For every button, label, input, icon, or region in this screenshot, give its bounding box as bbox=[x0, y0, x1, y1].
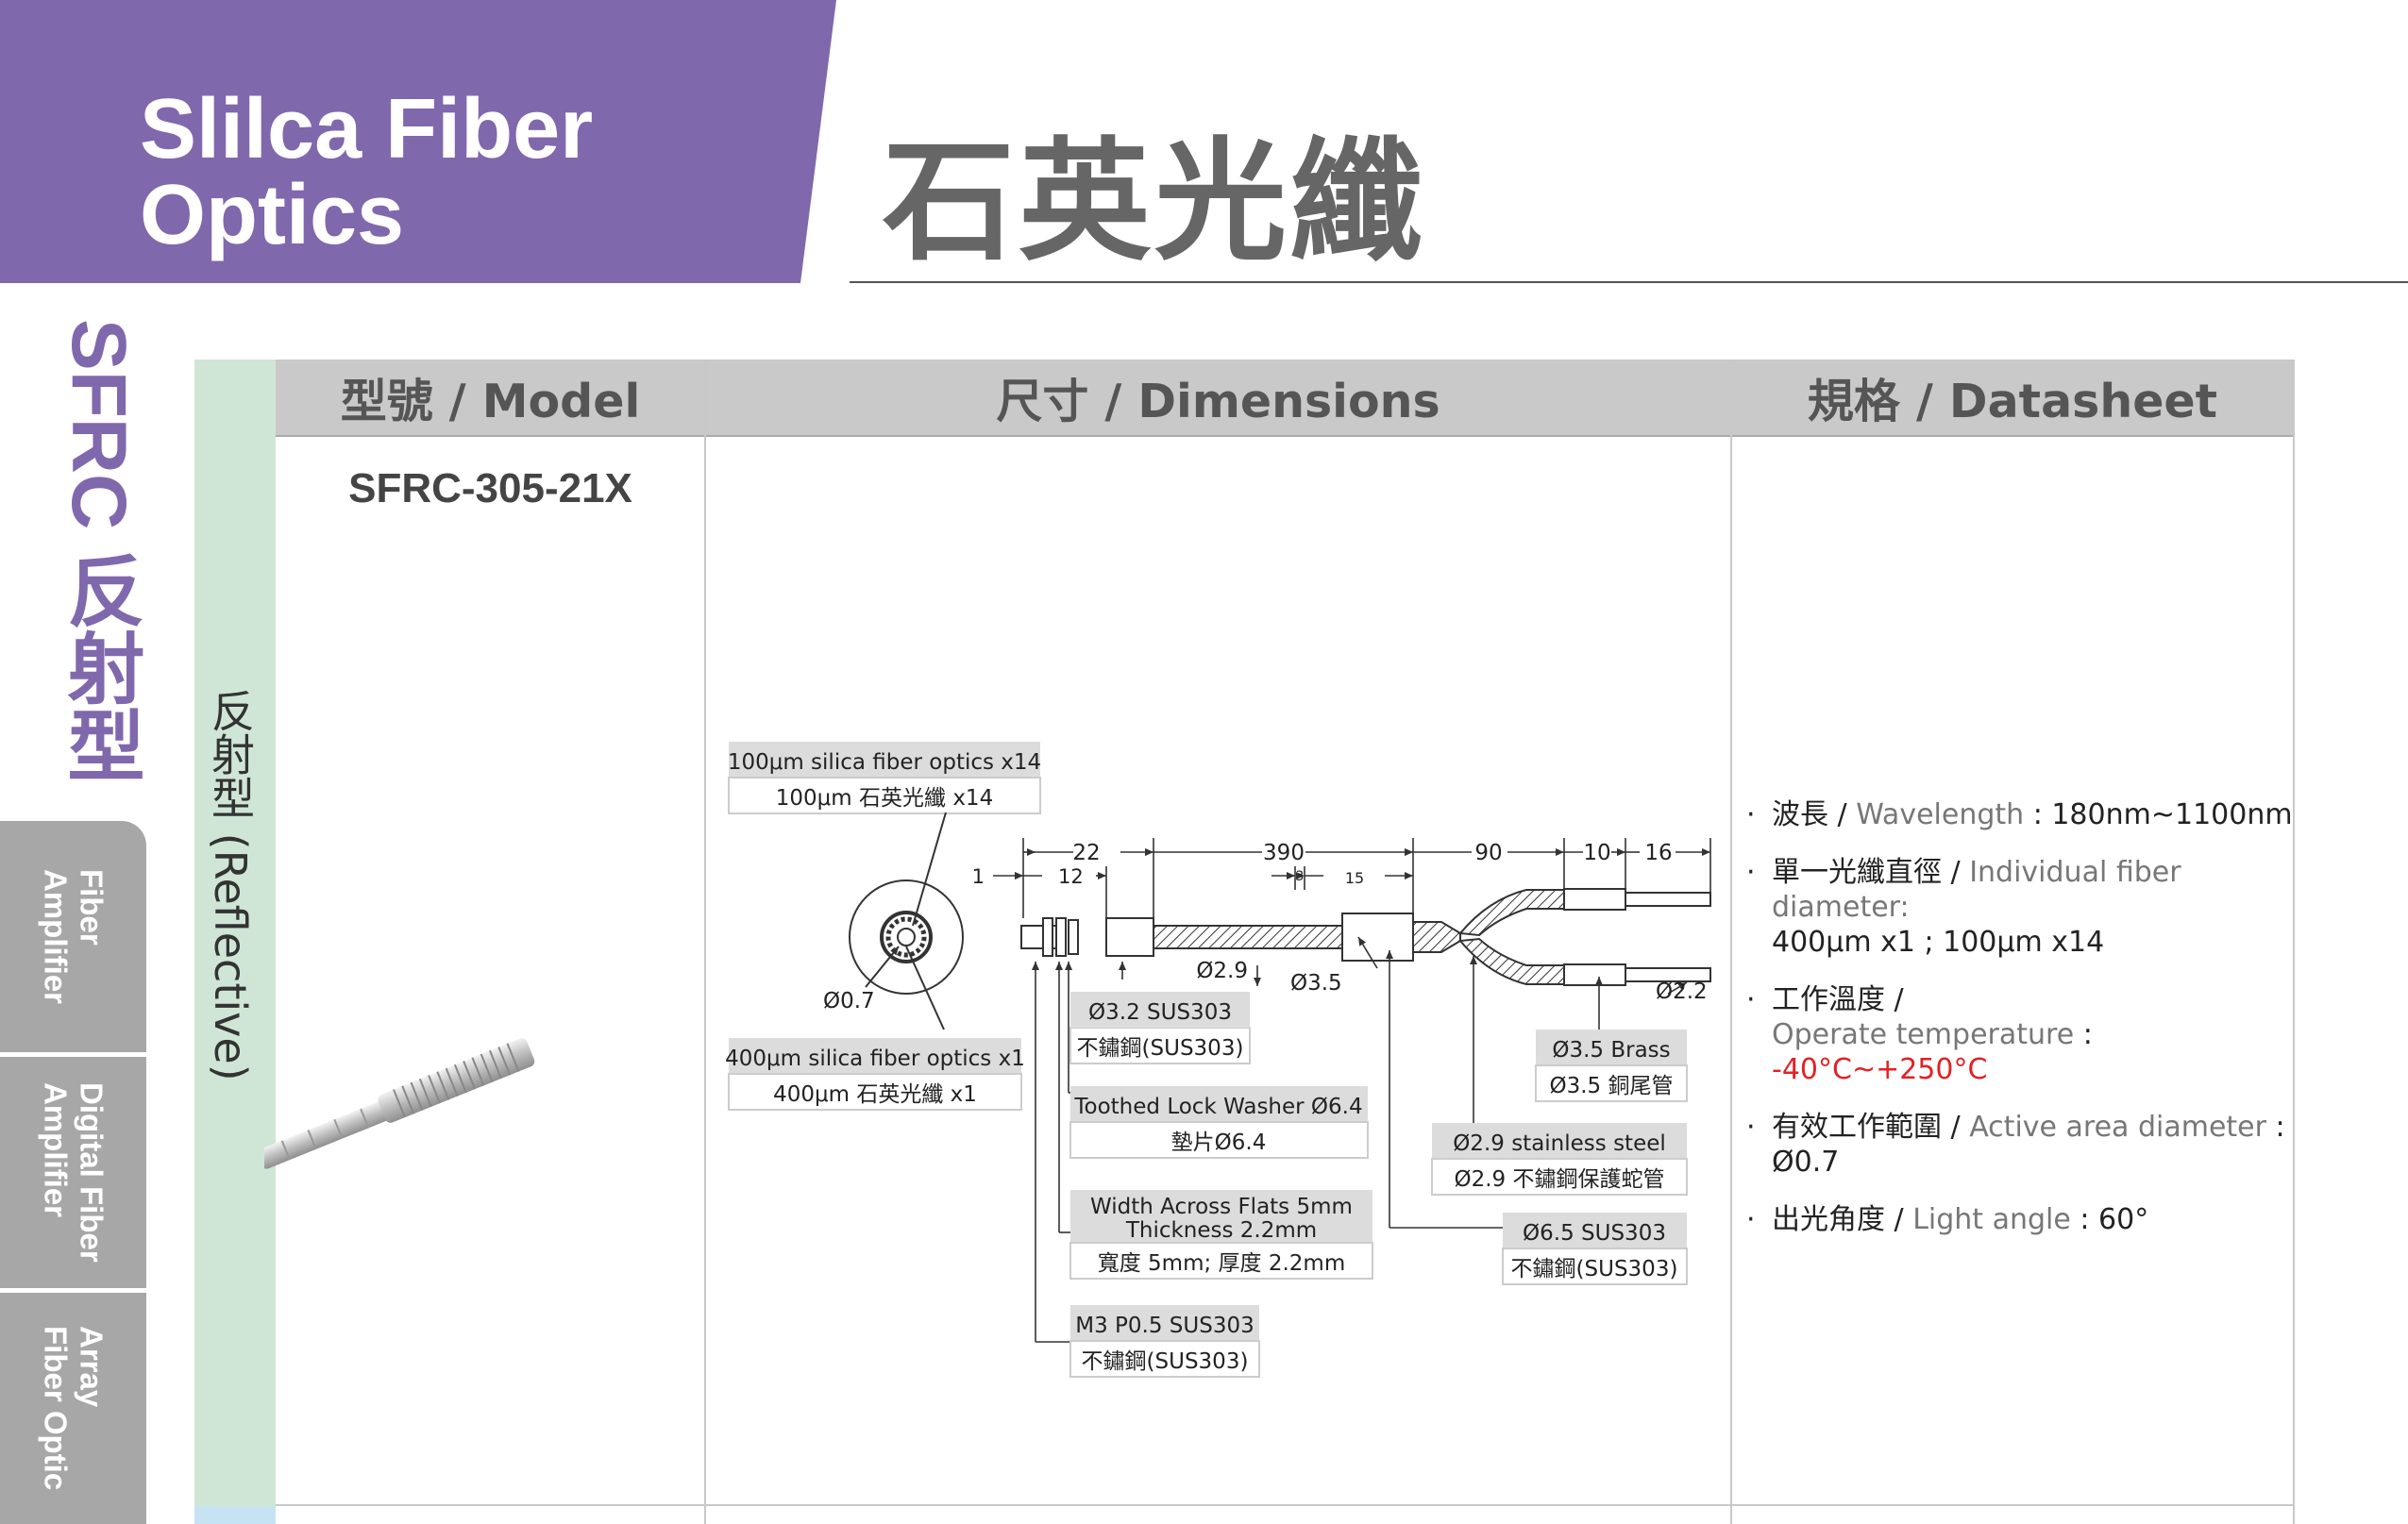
dim-3: 3 bbox=[1296, 869, 1305, 884]
header-title-zh: 石英光纖 bbox=[883, 126, 1427, 279]
side-tab-digital-fiber-amplifier[interactable]: Digital Fiber Amplifier bbox=[0, 1057, 146, 1288]
category-label: 反射型 (Reflective) bbox=[205, 689, 256, 1081]
side-tab-line1: Array bbox=[74, 1326, 109, 1408]
callout-m3-en: M3 P0.5 SUS303 bbox=[1075, 1314, 1254, 1338]
callout-fiber100-zh: 100μm 石英光纖 x14 bbox=[776, 786, 993, 811]
callout-sus65-en: Ø6.5 SUS303 bbox=[1523, 1221, 1666, 1246]
side-tab-label: Fiber Amplifier bbox=[38, 869, 109, 1004]
category-strip bbox=[194, 360, 276, 1506]
datasheet-list: · 波長 / Wavelength : 180nm~1100nm · 單一光纖直… bbox=[1746, 797, 2294, 1260]
next-category-strip bbox=[194, 1506, 276, 1524]
callout-washer-en: Toothed Lock Washer Ø6.4 bbox=[1073, 1095, 1362, 1119]
column-header-dimensions: 尺寸 / Dimensions bbox=[996, 375, 1440, 428]
header-title-en-line2: Optics bbox=[140, 168, 405, 262]
probe-product-image bbox=[264, 1038, 535, 1169]
callout-flats-en-2: Thickness 2.2mm bbox=[1125, 1218, 1317, 1243]
cross-section-view bbox=[849, 812, 964, 1030]
ds-temperature: · 工作溫度 / Operate temperature : -40°C~+25… bbox=[1746, 983, 2093, 1086]
dim-10: 10 bbox=[1583, 841, 1610, 865]
callout-ss29-zh: Ø2.9 不鏽鋼保護蛇管 bbox=[1455, 1167, 1665, 1192]
callout-m3-zh: 不鏽鋼(SUS303) bbox=[1082, 1349, 1249, 1374]
callout-sus32-en: Ø3.2 SUS303 bbox=[1088, 1000, 1232, 1025]
column-header-model: 型號 / Model bbox=[340, 375, 641, 428]
probe-body-drawing bbox=[1020, 888, 1711, 986]
dim-22: 22 bbox=[1072, 841, 1100, 865]
ds-active-area: · 有效工作範圍 / Active area diameter : Ø0.7 bbox=[1746, 1111, 2285, 1179]
side-section-title: SFRC 反射型 bbox=[56, 319, 142, 783]
dim-90: 90 bbox=[1474, 841, 1502, 865]
dimension-lines bbox=[993, 838, 1711, 918]
side-tab-fiber-amplifier[interactable]: Fiber Amplifier bbox=[0, 821, 146, 1052]
side-tab-line1: Fiber bbox=[74, 868, 109, 946]
callout-ss29-en: Ø2.9 stainless steel bbox=[1453, 1131, 1666, 1156]
dim-dia35: Ø3.5 bbox=[1290, 971, 1342, 996]
header-title-en: Slilca Fiber Optics bbox=[140, 87, 593, 259]
dim-390: 390 bbox=[1263, 841, 1305, 865]
dim-dia22: Ø2.2 bbox=[1656, 980, 1708, 1004]
callout-sus65-zh: 不鏽鋼(SUS303) bbox=[1511, 1257, 1678, 1281]
callout-washer-zh: 墊片Ø6.4 bbox=[1171, 1130, 1267, 1155]
header-banner bbox=[0, 0, 2408, 283]
callout-flats-en-1: Width Across Flats 5mm bbox=[1090, 1195, 1353, 1219]
dim-dia07: Ø0.7 bbox=[823, 989, 875, 1013]
callout-brass-en: Ø3.5 Brass bbox=[1552, 1038, 1670, 1063]
side-tab-label: Array Fiber Optic bbox=[38, 1326, 109, 1490]
side-tab-line2: Amplifier bbox=[38, 1082, 74, 1218]
callout-fiber400-en: 400μm silica fiber optics x1 bbox=[725, 1047, 1025, 1071]
header-title-en-line1: Slilca Fiber bbox=[140, 82, 594, 176]
side-tab-line1: Digital Fiber bbox=[74, 1082, 109, 1263]
column-header-datasheet: 規格 / Datasheet bbox=[1807, 375, 2218, 428]
dim-1: 1 bbox=[972, 865, 985, 888]
ds-light-angle: · 出光角度 / Light angle : 60° bbox=[1746, 1203, 2149, 1236]
model-name: SFRC-305-21X bbox=[348, 465, 632, 511]
dim-dia29: Ø2.9 bbox=[1196, 959, 1248, 983]
side-tab-line2: Fiber Optic bbox=[38, 1326, 74, 1491]
side-tab-line2: Amplifier bbox=[38, 868, 74, 1005]
callout-fiber100-bg bbox=[729, 742, 1040, 778]
side-tab-array-fiber-optic[interactable]: Array Fiber Optic bbox=[0, 1293, 146, 1524]
ds-wavelength: · 波長 / Wavelength : 180nm~1100nm bbox=[1746, 798, 2293, 831]
dim-15: 15 bbox=[1345, 869, 1364, 887]
dimension-drawing: 100μm silica fiber optics x14 100μm 石英光纖… bbox=[725, 742, 1711, 1378]
callout-fiber100-en: 100μm silica fiber optics x14 bbox=[728, 750, 1041, 775]
ds-fiber-diameter: · 單一光纖直徑 / Individual fiber diameter: 40… bbox=[1746, 856, 2181, 959]
callout-fiber400-zh: 400μm 石英光纖 x1 bbox=[773, 1082, 977, 1107]
callout-sus32-zh: 不鏽鋼(SUS303) bbox=[1077, 1036, 1244, 1061]
dim-12: 12 bbox=[1058, 865, 1084, 888]
callout-flats-zh: 寬度 5mm; 厚度 2.2mm bbox=[1098, 1251, 1346, 1276]
callout-brass-zh: Ø3.5 銅尾管 bbox=[1550, 1074, 1674, 1098]
side-tab-label: Digital Fiber Amplifier bbox=[38, 1082, 109, 1263]
dim-16: 16 bbox=[1644, 841, 1672, 865]
